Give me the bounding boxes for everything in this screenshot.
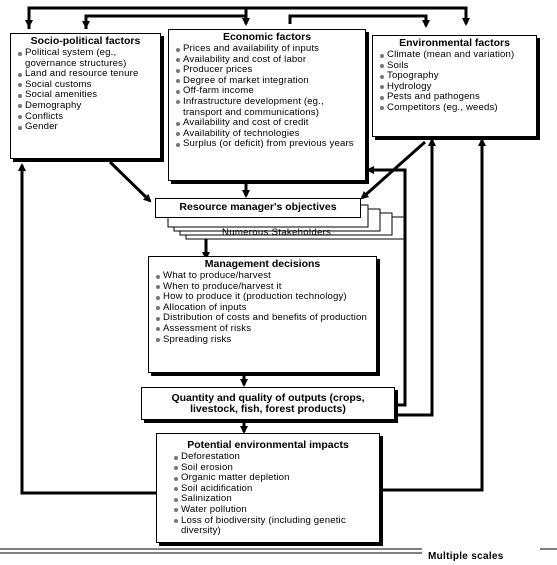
management-item: What to produce/harvest [156,270,374,282]
socio-item: Social customs [18,79,158,91]
stakeholders-label: Numerous Stakeholders [222,227,332,238]
management-item: Assessment of risks [156,323,374,335]
feedback-outputs-to-environmental [396,138,436,417]
economic-item: Infrastructure development (eg., transpo… [176,96,363,118]
impacts-item: Organic matter depletion [174,473,377,484]
environmental-item: Pests and pathogens [380,92,534,103]
environmental-item: Soils [380,60,534,72]
arrow-socio-to-objectives [108,160,152,203]
impacts-item: Salinization [174,494,377,505]
impacts-item: Deforestation [174,451,377,463]
economic-item: Surplus (or deficit) from previous years [176,139,363,150]
environmental-item: Climate (mean and variation) [380,49,534,61]
economic-item: Off-farm income [176,86,363,97]
economic-factors-box: Economic factors Prices and availability… [168,29,366,181]
environmental-impacts-box: Potential environmental impacts Deforest… [156,433,380,543]
environmental-item: Hydrology [380,81,534,93]
management-item: When to produce/harvest it [156,281,374,293]
management-item: Distribution of costs and benefits of pr… [156,313,374,324]
economic-title: Economic factors [222,31,312,43]
environmental-item: Topography [380,71,534,82]
outputs-title: Quantity and quality of outputs (crops, … [171,392,365,415]
socio-item: Gender [18,122,158,133]
impacts-item: Water pollution [174,504,377,516]
management-title: Management decisions [204,258,321,270]
impacts-item: Loss of biodiversity (including genetic … [174,515,377,537]
socio-item: Conflicts [18,111,158,123]
impacts-item: Soil erosion [174,462,377,474]
economic-list: Prices and availability of inputs Availa… [169,43,365,150]
environmental-title: Environmental factors [399,37,510,49]
multiple-scales-label: Multiple scales [428,551,504,562]
management-item: How to produce it (production technology… [156,292,374,303]
socio-political-factors-box: Socio-political factors Political system… [10,33,161,159]
economic-item: Availability and cost of labor [176,54,363,66]
environmental-list: Climate (mean and variation) Soils Topog… [373,49,536,114]
environmental-item: Competitors (eg., weeds) [380,102,534,114]
socio-item: Social amenities [18,90,158,101]
impacts-item: Soil acidification [174,483,377,495]
objectives-title: Resource manager's objectives [179,201,337,213]
top-link-right [288,14,430,28]
economic-item: Prices and availability of inputs [176,43,363,55]
management-item: Allocation of inputs [156,302,374,314]
management-item: Spreading risks [156,334,374,346]
socio-political-title: Socio-political factors [30,35,141,47]
feedback-impacts-to-socio [18,163,158,495]
top-link-economic [84,14,250,29]
feedback-impacts-to-environmental [382,138,486,492]
socio-item: Land and resource tenure [18,69,158,80]
objectives-box: Resource manager's objectives [155,198,361,218]
socio-item: Demography [18,100,158,112]
feedback-outputs-to-objectives [366,166,407,407]
socio-political-list: Political system (eg., governance struct… [11,47,160,133]
impacts-list: Deforestation Soil erosion Organic matte… [157,451,379,537]
outputs-box: Quantity and quality of outputs (crops, … [141,387,395,420]
economic-item: Producer prices [176,65,363,76]
socio-item: Political system (eg., governance struct… [18,47,158,69]
management-decisions-box: Management decisions What to produce/har… [148,256,377,373]
environmental-factors-box: Environmental factors Climate (mean and … [372,35,537,137]
management-list: What to produce/harvest When to produce/… [149,270,376,346]
economic-item: Availability of technologies [176,128,363,140]
impacts-title: Potential environmental impacts [187,439,349,451]
economic-item: Availability and cost of credit [176,118,363,129]
economic-item: Degree of market integration [176,75,363,87]
